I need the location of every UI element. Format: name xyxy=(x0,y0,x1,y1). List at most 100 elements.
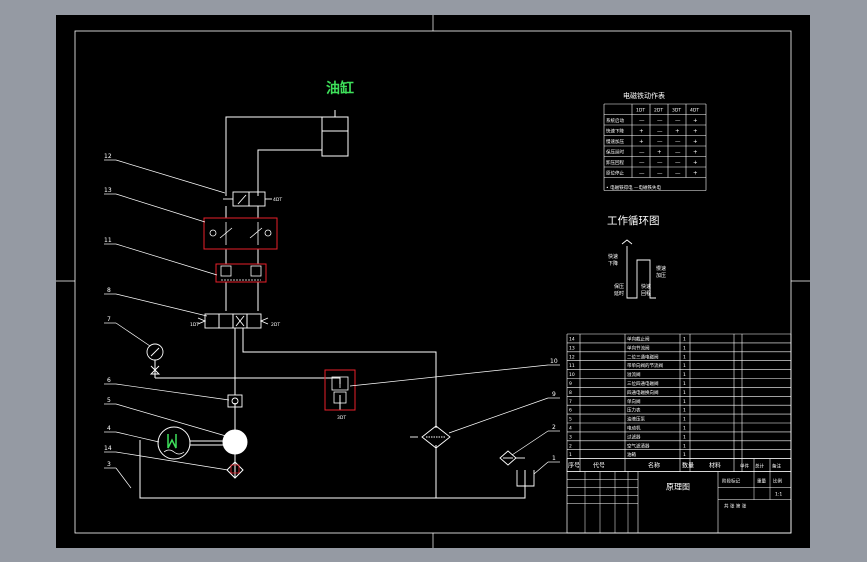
throttle-valve-group xyxy=(203,217,278,250)
table-cell: + xyxy=(693,171,698,177)
table-cell: — xyxy=(657,129,663,135)
table-cell: — xyxy=(675,150,681,156)
parts-cell: 1 xyxy=(683,381,686,387)
parts-cell: 油液压泵 xyxy=(627,416,645,423)
parts-cell: 1 xyxy=(683,363,686,369)
parts-cell: 溢流阀 xyxy=(627,371,641,378)
check-valve-6 xyxy=(227,394,243,408)
parts-cell: 1 xyxy=(569,452,572,458)
cycle-title: 工作循环图 xyxy=(607,214,660,227)
table-cell: 系统启动 xyxy=(606,117,624,124)
table-cell: 快速下降 xyxy=(606,128,624,135)
callout-1: 1 xyxy=(552,455,556,462)
parts-cell: 1 xyxy=(683,434,686,440)
parts-cell: 1 xyxy=(683,452,686,458)
table-cell: 保压延时 xyxy=(606,149,624,156)
parts-cell: 9 xyxy=(569,381,572,387)
parts-cell: 空气滤清器 xyxy=(627,442,650,449)
sheet-label: 共 张 第 张 xyxy=(724,503,747,510)
table-header-cell: 4DT xyxy=(690,108,699,114)
callout-9: 9 xyxy=(552,391,556,398)
callout-13: 13 xyxy=(104,187,112,194)
cycle-label: 加压 xyxy=(656,272,666,279)
title-block xyxy=(566,471,792,534)
solenoid-note: • 电磁铁得电 —电磁铁失电 xyxy=(606,184,662,191)
callout-5: 5 xyxy=(107,397,111,404)
parts-header-cell: 序号 xyxy=(568,462,580,470)
table-header-cell: 1DT xyxy=(636,108,645,114)
directional-control-valve xyxy=(197,313,269,329)
table-cell: — xyxy=(639,118,645,124)
table-cell: — xyxy=(657,118,663,124)
callout-12: 12 xyxy=(104,153,112,160)
parts-cell: 1 xyxy=(683,417,686,423)
cycle-label: 延时 xyxy=(614,290,624,297)
table-cell: — xyxy=(675,139,681,145)
table-header-cell: 2DT xyxy=(654,108,663,114)
oil-tank xyxy=(516,470,535,487)
parts-header-cell: 单件 xyxy=(740,463,749,470)
filter-marker xyxy=(230,464,240,474)
table-cell: — xyxy=(639,150,645,156)
scale-label: 比例 xyxy=(773,478,782,485)
parts-cell: 压力表 xyxy=(627,407,641,414)
parts-header-cell: 名称 xyxy=(648,462,660,470)
callout-6: 6 xyxy=(107,377,111,384)
parts-cell: 1 xyxy=(683,372,686,378)
parts-header-cell: 备注 xyxy=(772,463,781,470)
table-cell: — xyxy=(657,139,663,145)
table-cell: — xyxy=(639,160,645,166)
table-cell: + xyxy=(675,129,680,135)
parts-cell: 1 xyxy=(683,345,686,351)
table-cell: — xyxy=(675,118,681,124)
hydraulic-cylinder xyxy=(321,110,349,157)
parts-cell: 三位四通电磁阀 xyxy=(627,380,659,387)
callout-4: 4 xyxy=(107,425,111,432)
parts-header-cell: 材料 xyxy=(709,462,721,470)
parts-cell: 1 xyxy=(683,408,686,414)
cycle-label: 快速 xyxy=(641,283,651,290)
label-1dt: 1DT xyxy=(190,322,199,328)
callout-10: 10 xyxy=(550,358,558,365)
motor-pump-unit xyxy=(157,426,248,479)
parts-cell: 1 xyxy=(683,426,686,432)
table-cell: + xyxy=(639,139,644,145)
parts-cell: 四通电磁换向阀 xyxy=(627,389,659,396)
scale-value: 1:1 xyxy=(775,492,782,498)
parts-cell: 12 xyxy=(569,354,575,360)
table-header-cell: 3DT xyxy=(672,108,681,114)
solenoid-action-table: 1DT 2DT 3DT 4DT 系统启动 — — — + 快速下降 + — + + 慢速加压 + — — + 保压延时… xyxy=(603,103,707,191)
check-valve-group xyxy=(215,263,267,283)
table-cell: — xyxy=(657,171,663,177)
parts-cell: 单向截止阀 xyxy=(627,336,650,343)
label-4dt: 4DT xyxy=(273,197,282,203)
parts-header-cell: 代号 xyxy=(593,462,605,470)
parts-cell: 2 xyxy=(569,443,572,449)
parts-cell: 4 xyxy=(569,426,572,432)
cycle-label: 快速 xyxy=(608,253,618,260)
table-cell: 卸压回程 xyxy=(606,159,624,166)
parts-cell: 1 xyxy=(683,443,686,449)
motor-symbol xyxy=(163,434,185,455)
table-cell: + xyxy=(693,160,698,166)
parts-cell: 14 xyxy=(569,337,575,343)
table-cell: + xyxy=(693,150,698,156)
drawing-name: 原理图 xyxy=(666,483,690,492)
cycle-label: 回程 xyxy=(641,290,651,297)
drawing-sheet xyxy=(56,15,810,548)
two-way-solenoid-valve xyxy=(223,191,272,207)
table-cell: + xyxy=(693,129,698,135)
leader-lines xyxy=(104,159,560,489)
pipe-lines xyxy=(139,116,526,499)
parts-cell: 8 xyxy=(569,390,572,396)
parts-cell: 10 xyxy=(569,372,575,378)
parts-cell: 7 xyxy=(569,399,572,405)
callout-numbers: 12 13 11 8 7 6 5 4 14 3 10 9 2 1 xyxy=(104,153,558,468)
table-cell: 慢速加压 xyxy=(606,138,624,145)
parts-cell: 5 xyxy=(569,417,572,423)
table-cell: — xyxy=(639,171,645,177)
parts-header-cell: 总计 xyxy=(755,463,764,470)
callout-3: 3 xyxy=(107,461,111,468)
